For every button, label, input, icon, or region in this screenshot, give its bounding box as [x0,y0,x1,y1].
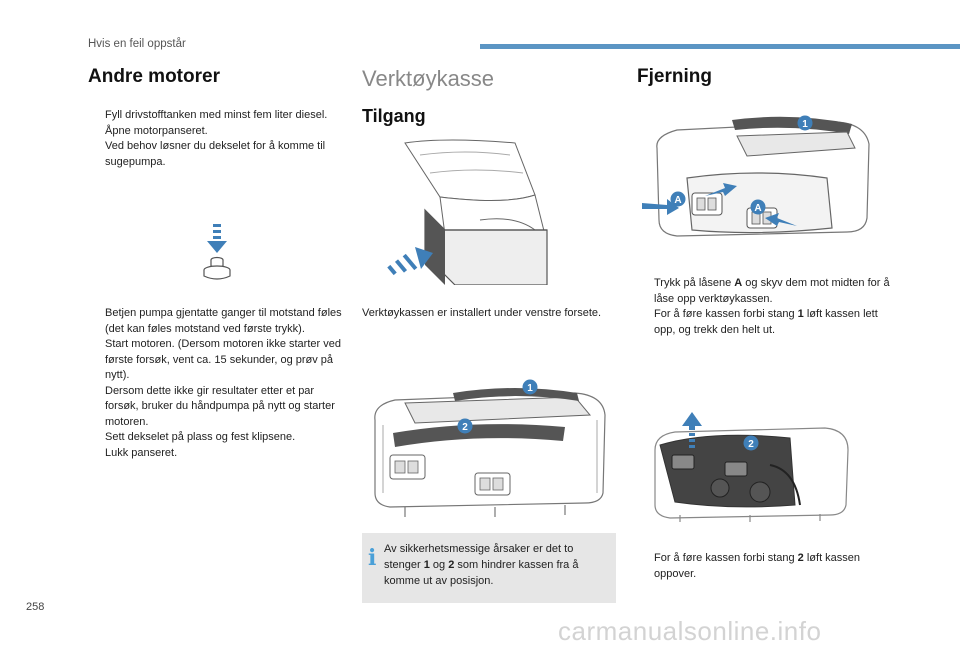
list-item: Fyll drivstofftanken med minst fem liter… [105,109,328,121]
info-icon: i [368,545,377,571]
list-item: Åpne motorpanseret. [105,124,208,137]
watermark: carmanualsonline.info [558,616,822,646]
callout-badge-2: 2 [743,435,759,451]
removal-steps-list: Trykk på låsene A og skyv dem mot midten… [637,276,892,338]
push-arrow-icon [642,183,797,226]
press-down-arrow-icon [207,224,227,253]
list-item: Trykk på låsene A og skyv dem mot midten… [654,277,890,305]
callout-badge-a-left: A [670,191,686,207]
list-item: For å føre kassen forbi stang 2 løft kas… [654,552,861,580]
seat-toolbox-location-illustration [387,139,548,285]
section-header: Hvis en feil oppstår [88,38,186,50]
section-title-fjerning: Fjerning [637,66,712,87]
lift-up-arrow-icon [682,412,702,448]
info-text: Av sikkerhetsmessige årsaker er det to s… [384,543,579,587]
callout-label: A [674,195,681,206]
callout-label: 1 [527,383,533,394]
callout-badge-1: 1 [522,379,538,395]
page-number: 258 [26,601,45,613]
callout-label: A [754,203,761,214]
list-item: Dersom dette ikke gir resultater etter e… [105,384,335,428]
header-accent-bar [480,44,960,49]
steps-list-top: Fyll drivstofftanken med minst fem liter… [88,108,343,170]
list-item: Sett dekselet på plass og fest klipsene. [105,431,296,443]
toolbox-bars-illustration: 1 2 [374,379,606,517]
list-item: Ved behov løsner du dekselet for å komme… [105,140,326,168]
removal-steps-list-final: For å føre kassen forbi stang 2 løft kas… [637,551,892,582]
toolbox-lift-illustration: 2 [654,412,849,522]
callout-label: 1 [802,119,808,130]
info-box: i Av sikkerhetsmessige årsaker er det to… [362,533,616,603]
list-item: Betjen pumpa gjentatte ganger til motsta… [105,307,342,335]
toolbox-location-caption: Verktøykassen er installert under venstr… [362,307,602,319]
callout-label: 2 [462,422,468,433]
steps-list-bottom: Betjen pumpa gjentatte ganger til motsta… [88,306,346,461]
pull-out-arrow-icon [387,247,433,276]
list-item: For å føre kassen forbi stang 1 løft kas… [654,308,878,336]
subsection-title-tilgang: Tilgang [362,106,426,126]
list-item: Start motoren. (Dersom motoren ikke star… [105,338,341,381]
callout-badge-a-right: A [750,199,766,215]
list-item: Lukk panseret. [105,446,178,459]
callout-badge-1: 1 [797,115,813,131]
toolbox-unlock-illustration: 1 A A [642,115,870,237]
hand-pump-illustration [203,224,231,280]
section-title-verktoykasse: Verktøykasse [362,66,495,91]
section-title-andre-motorer: Andre motorer [88,66,220,87]
callout-badge-2: 2 [457,418,473,434]
callout-label: 2 [748,439,754,450]
